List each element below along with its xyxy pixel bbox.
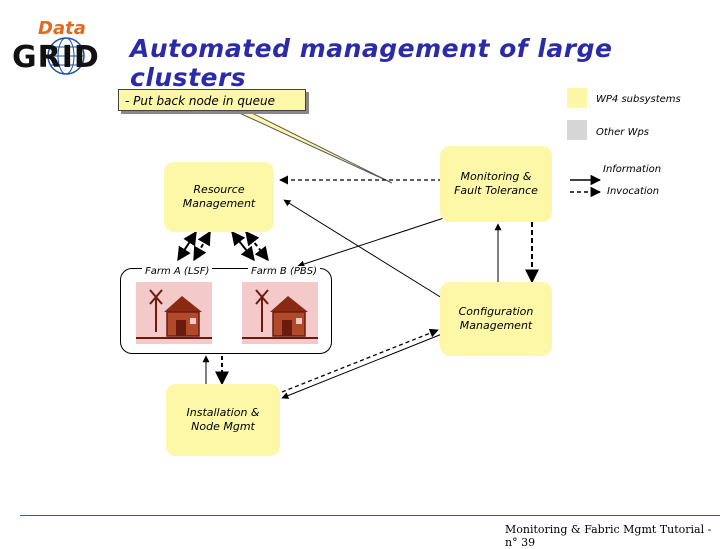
legend-invocation-label: Invocation — [607, 186, 660, 197]
farm-house-windmill-icon — [242, 289, 318, 339]
node-configuration-management[interactable]: Configuration Management — [440, 282, 552, 356]
legend-information-label: Information — [603, 164, 662, 175]
edge-monitoring-farms — [297, 215, 451, 268]
callout-pointer — [234, 110, 393, 184]
edge-resource-farma-info — [177, 230, 197, 262]
logo-grid-text: GRID — [12, 40, 100, 75]
farm-house-windmill-icon — [136, 289, 212, 339]
callout-put-back-node: - Put back node in queue — [118, 89, 306, 111]
slide-title: Automated management of large clusters — [130, 34, 613, 92]
legend-wp4-swatch — [567, 88, 587, 108]
node-resource-management[interactable]: Resource Management — [164, 162, 274, 232]
logo-data-text: Data — [38, 18, 86, 39]
edge-resource-farma-invoke — [193, 230, 211, 262]
datagrid-logo: Data GRID — [8, 18, 112, 76]
footer-divider — [20, 515, 720, 516]
edge-resource-farmb-info — [231, 230, 255, 262]
legend-other-swatch — [567, 120, 587, 140]
legend-other-label: Other Wps — [596, 127, 650, 138]
farm-b-label: Farm B (PBS) — [248, 266, 320, 277]
node-monitoring-fault-tolerance[interactable]: Monitoring & Fault Tolerance — [440, 146, 552, 222]
edge-configuration-resource — [283, 199, 443, 299]
node-installation-node-mgmt[interactable]: Installation & Node Mgmt — [166, 384, 280, 456]
globe-icon — [47, 37, 85, 75]
farm-b-image — [242, 282, 318, 344]
edge-resource-farmb-invoke — [245, 230, 269, 262]
farm-a-image — [136, 282, 212, 344]
legend-wp4-label: WP4 subsystems — [596, 94, 681, 105]
farm-a-label: Farm A (LSF) — [142, 266, 213, 277]
edge-configuration-installation — [281, 333, 443, 399]
slide-footer: Monitoring & Fabric Mgmt Tutorial - n° 3… — [505, 523, 712, 549]
